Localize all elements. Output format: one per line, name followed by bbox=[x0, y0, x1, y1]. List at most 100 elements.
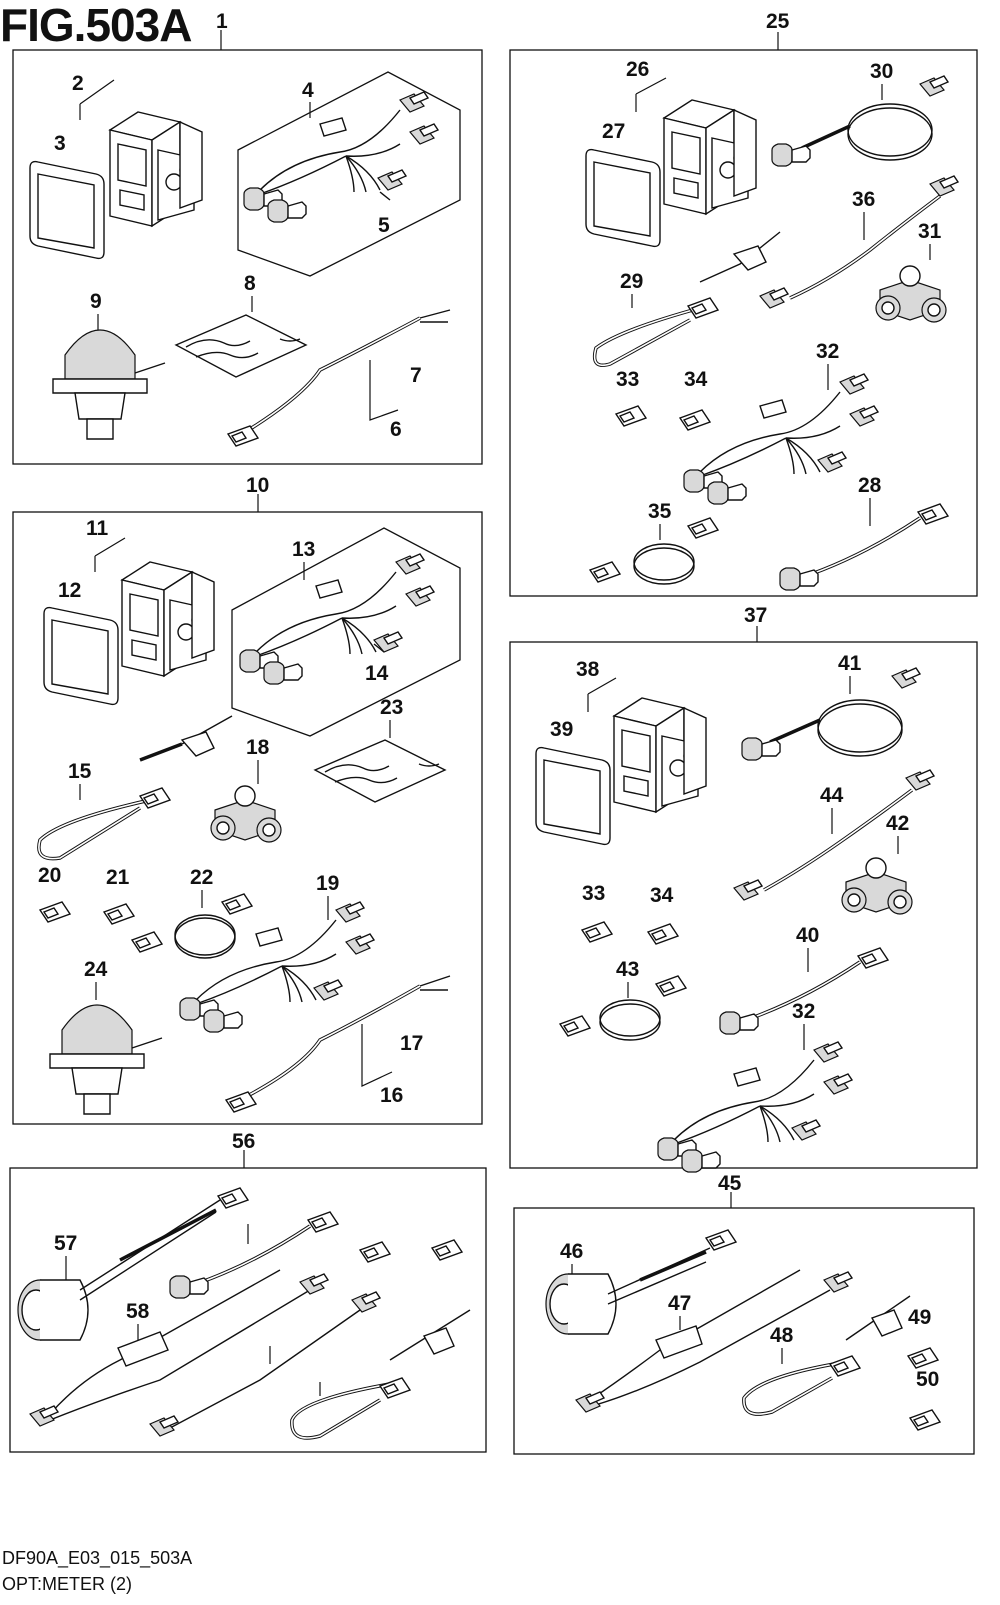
terminator-49 bbox=[907, 1347, 939, 1369]
callout-43: 43 bbox=[616, 958, 639, 981]
cable-end-22b bbox=[221, 893, 253, 915]
callout-50: 50 bbox=[916, 1368, 939, 1391]
harness-13 bbox=[240, 554, 434, 684]
callout-45: 45 bbox=[718, 1172, 742, 1195]
callout-32: 32 bbox=[816, 340, 839, 363]
gauge-52 bbox=[17, 1279, 89, 1341]
harness-32 bbox=[684, 374, 878, 504]
callout-33: 33 bbox=[616, 368, 639, 391]
cable-end-43a bbox=[559, 1015, 591, 1037]
callout-3: 3 bbox=[54, 132, 66, 155]
cable-end-41b bbox=[891, 667, 921, 689]
group-box-1 bbox=[12, 49, 483, 465]
callout-26: 26 bbox=[626, 58, 649, 81]
terminator-33b bbox=[581, 921, 613, 943]
connector-46 bbox=[705, 1229, 737, 1251]
callout-32b: 32 bbox=[792, 1000, 815, 1023]
display-cover-27 bbox=[585, 148, 661, 248]
callout-6: 6 bbox=[390, 418, 402, 441]
connector-52 bbox=[217, 1187, 249, 1209]
callout-21: 21 bbox=[106, 866, 130, 889]
terminator-50 bbox=[909, 1409, 941, 1431]
callout-46: 46 bbox=[560, 1240, 583, 1263]
terminator-20 bbox=[39, 901, 71, 923]
callout-33b: 33 bbox=[582, 882, 605, 905]
harness-19 bbox=[180, 902, 374, 1032]
callout-16: 16 bbox=[380, 1084, 403, 1107]
callout-52: 57 bbox=[54, 1232, 77, 1255]
cable-end-22a bbox=[131, 931, 163, 953]
harness-kit-frame-4 bbox=[237, 71, 461, 277]
callout-12: 12 bbox=[58, 579, 81, 602]
callout-22: 22 bbox=[190, 866, 213, 889]
connector-36b bbox=[929, 175, 959, 197]
cable-end-30a bbox=[771, 143, 811, 167]
callout-34b: 34 bbox=[650, 884, 674, 907]
callout-35: 35 bbox=[648, 500, 672, 523]
tee-connector-31 bbox=[875, 265, 947, 323]
connector-53b bbox=[299, 1273, 329, 1295]
meter-display-2 bbox=[109, 111, 203, 227]
callout-41: 41 bbox=[838, 652, 862, 675]
callout-14: 14 bbox=[365, 662, 389, 685]
group-box-37 bbox=[509, 641, 978, 1169]
callout-51: 56 bbox=[232, 1130, 255, 1153]
callout-20: 20 bbox=[38, 864, 61, 887]
callout-42: 42 bbox=[886, 812, 909, 835]
callout-24: 24 bbox=[84, 958, 108, 981]
connector-36a bbox=[759, 287, 789, 309]
callout-10: 10 bbox=[246, 474, 269, 497]
group-box-51 bbox=[9, 1167, 487, 1453]
harness-32b bbox=[658, 1042, 852, 1172]
terminator-56 bbox=[359, 1241, 391, 1263]
callout-40: 40 bbox=[796, 924, 819, 947]
cable-end-35a bbox=[589, 561, 621, 583]
callout-29: 29 bbox=[620, 270, 643, 293]
figure-title: FIG.503A bbox=[0, 0, 192, 51]
terminator-33 bbox=[615, 405, 647, 427]
connector-58b bbox=[351, 1291, 381, 1313]
group-box-10 bbox=[12, 511, 483, 1125]
callout-17: 17 bbox=[400, 1032, 423, 1055]
connector-48 bbox=[829, 1355, 861, 1377]
callout-34: 34 bbox=[684, 368, 708, 391]
callout-4: 4 bbox=[302, 79, 314, 102]
cable-end-30b bbox=[919, 75, 949, 97]
callout-27: 27 bbox=[602, 120, 625, 143]
callout-5: 5 bbox=[378, 214, 390, 237]
connector-44b bbox=[905, 769, 935, 791]
callout-18: 18 bbox=[246, 736, 270, 759]
terminator-57 bbox=[431, 1239, 463, 1261]
cable-end-43b bbox=[655, 975, 687, 997]
parts-bag-8 bbox=[175, 314, 307, 378]
callout-11: 11 bbox=[86, 517, 109, 540]
callout-39: 39 bbox=[550, 718, 573, 741]
callout-49: 49 bbox=[908, 1306, 931, 1329]
meter-display-11 bbox=[121, 561, 215, 677]
connector-55 bbox=[379, 1377, 411, 1399]
callout-25: 25 bbox=[766, 10, 790, 33]
cable-end-41a bbox=[741, 737, 781, 761]
callout-53: 58 bbox=[126, 1300, 150, 1323]
callout-13: 13 bbox=[292, 538, 315, 561]
drawing-subtitle: OPT:METER (2) bbox=[2, 1574, 133, 1594]
callout-28: 28 bbox=[858, 474, 882, 497]
callout-47: 47 bbox=[668, 1292, 691, 1315]
meter-display-26 bbox=[663, 99, 757, 215]
display-cover-12 bbox=[43, 606, 119, 706]
group-box-25 bbox=[509, 49, 978, 597]
terminator-34b bbox=[647, 923, 679, 945]
display-cover-3 bbox=[29, 160, 105, 260]
connector-29 bbox=[687, 297, 719, 319]
lead-connector-6 bbox=[227, 425, 259, 447]
harness-kit-frame-13 bbox=[231, 527, 461, 737]
connector-47a bbox=[575, 1391, 605, 1413]
sensor-24 bbox=[49, 1004, 163, 1115]
callout-31: 31 bbox=[918, 220, 942, 243]
connector-53a bbox=[29, 1405, 59, 1427]
connector-15 bbox=[139, 787, 171, 809]
callout-9: 9 bbox=[90, 290, 102, 313]
callout-19: 19 bbox=[316, 872, 339, 895]
callout-7: 7 bbox=[410, 364, 422, 387]
tee-connector-18 bbox=[210, 785, 282, 843]
